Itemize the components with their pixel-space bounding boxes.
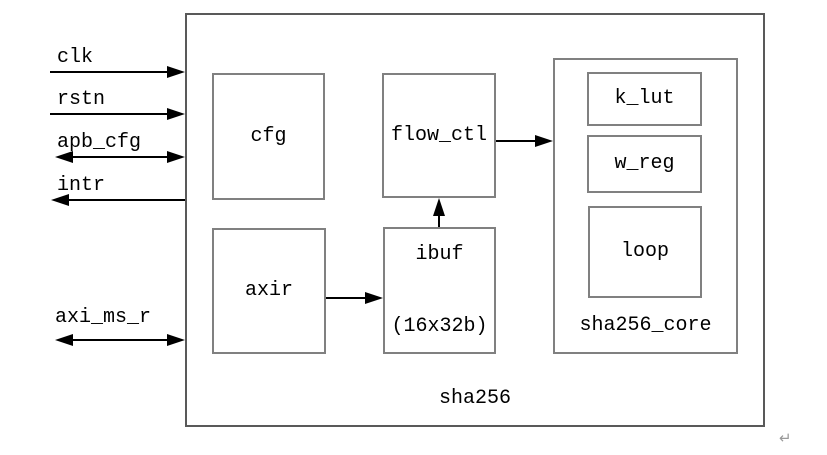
sha256-module-box: sha256	[185, 13, 765, 427]
sha256-core-block-label: sha256_core	[579, 314, 712, 337]
signal-label-clk: clk	[57, 46, 94, 69]
sha256-core-block: k_lut w_reg loop sha256_core	[553, 58, 738, 354]
ibuf-block-label: ibuf (16x32b)	[385, 195, 494, 387]
w-reg-block-label: w_reg	[614, 152, 675, 175]
cfg-block-label: cfg	[250, 124, 287, 148]
paragraph-return-mark: ↵	[779, 429, 792, 447]
k-lut-block: k_lut	[587, 72, 702, 126]
ibuf-block-label-line1: ibuf	[415, 242, 464, 266]
w-reg-block: w_reg	[587, 135, 702, 193]
cfg-block: cfg	[212, 73, 325, 200]
signal-label-axi-ms-r: axi_ms_r	[55, 306, 152, 329]
axir-block: axir	[212, 228, 326, 354]
ibuf-block-label-line2: (16x32b)	[391, 314, 488, 338]
axir-block-label: axir	[244, 279, 293, 302]
ibuf-block: ibuf (16x32b)	[383, 227, 496, 354]
signal-label-apb-cfg: apb_cfg	[57, 131, 142, 154]
flow-ctl-block-label: flow_ctl	[390, 123, 487, 147]
signal-label-rstn: rstn	[57, 88, 106, 111]
loop-block-label: loop	[620, 240, 669, 263]
sha256-module-label: sha256	[438, 387, 511, 410]
signal-label-intr: intr	[57, 174, 106, 197]
loop-block: loop	[588, 206, 702, 298]
k-lut-block-label: k_lut	[614, 87, 675, 110]
flow-ctl-block: flow_ctl	[382, 73, 496, 198]
axi-ms-r-arrow	[55, 334, 185, 346]
